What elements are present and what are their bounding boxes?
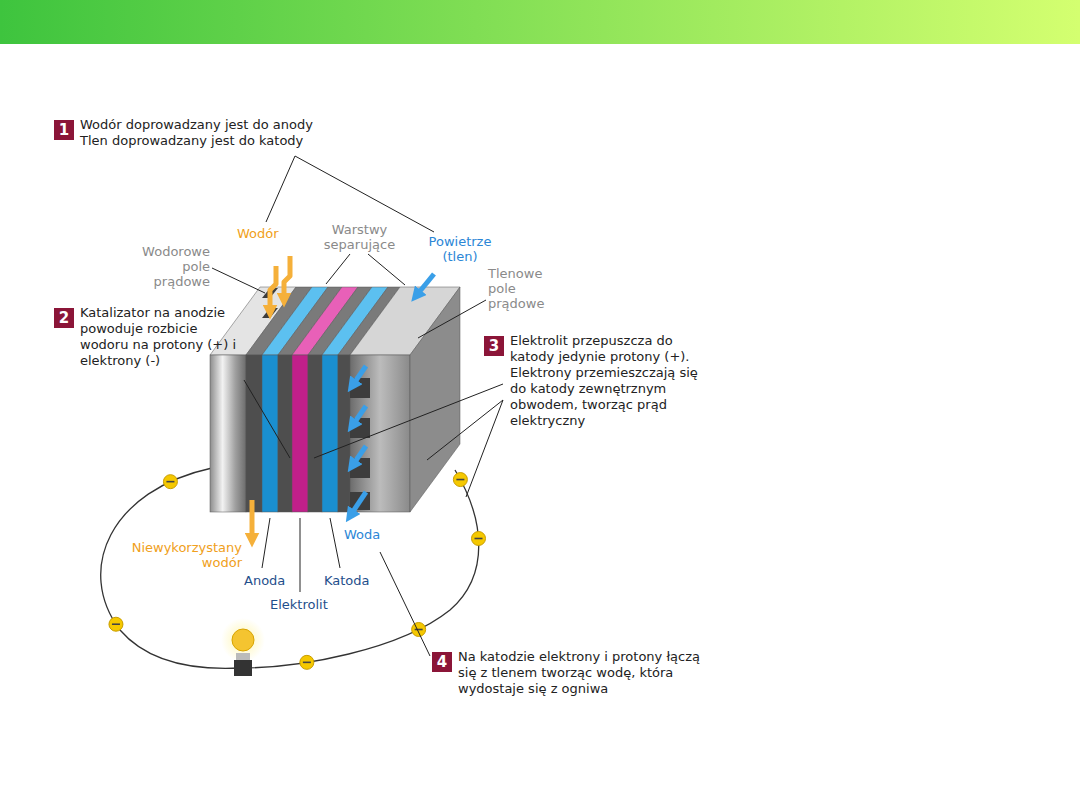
part-label-text: Elektrolit: [270, 597, 328, 612]
callout-text: Katalizator na anodzie powoduje rozbicie…: [80, 305, 240, 369]
part-label: Powietrze (tlen): [415, 234, 505, 264]
part-label: Katoda: [324, 573, 370, 588]
part-label-text: Wodór: [237, 226, 279, 241]
part-label: Niewykorzystany wodór: [112, 540, 242, 570]
callout-number-text: 1: [54, 120, 74, 140]
part-label: Wodorowe pole prądowe: [122, 244, 210, 289]
callout-number: 4Na katodzie elektrony i protony łączą s…: [432, 652, 452, 672]
leader-lines: [212, 156, 503, 656]
part-label: Woda: [344, 527, 380, 542]
callout-text-block: Katalizator na anodzie powoduje rozbicie…: [80, 305, 240, 369]
part-label: Wodór: [237, 226, 279, 241]
part-label: Anoda: [244, 573, 285, 588]
part-label-text: Niewykorzystany wodór: [112, 540, 242, 570]
part-label: Elektrolit: [270, 597, 328, 612]
header-bar: [0, 0, 1080, 44]
callout-number: 1Wodór doprowadzany jest do anodyTlen do…: [54, 120, 74, 140]
callout-text-block: Elektrony przemieszczają się do katody z…: [510, 365, 710, 429]
part-label: Warstwy separujące: [312, 222, 407, 252]
callout-number: 3Elektrolit przepuszcza do katody jedyni…: [484, 336, 504, 356]
callout-number: 2Katalizator na anodzie powoduje rozbici…: [54, 308, 74, 328]
part-label-text: Warstwy separujące: [312, 222, 407, 252]
part-label-text: Anoda: [244, 573, 285, 588]
part-label-text: Tlenowe pole prądowe: [488, 266, 563, 311]
callout-text: Na katodzie elektrony i protony łączą si…: [458, 649, 708, 697]
part-label: Tlenowe pole prądowe: [488, 266, 563, 311]
callout-text-block: Wodór doprowadzany jest do anody: [80, 117, 370, 133]
part-label-text: Wodorowe pole prądowe: [122, 244, 210, 289]
part-label-text: Katoda: [324, 573, 370, 588]
cell-stack: [210, 287, 460, 512]
part-label-text: Woda: [344, 527, 380, 542]
callout-text-block: Na katodzie elektrony i protony łączą si…: [458, 649, 708, 697]
callout-text: Wodór doprowadzany jest do anodyTlen dop…: [80, 117, 370, 149]
callout-text: Elektrolit przepuszcza do katody jedynie…: [510, 333, 710, 429]
oxygen-channels: [350, 378, 370, 510]
callout-text-block: Tlen doprowadzany jest do katody: [80, 133, 370, 149]
lightbulb: [221, 618, 265, 676]
callout-number-text: 2: [54, 308, 74, 328]
gas-arrows: [252, 256, 434, 540]
callout-number-text: 3: [484, 336, 504, 356]
callout-text-block: Elektrolit przepuszcza do katody jedynie…: [510, 333, 710, 365]
part-label-text: Powietrze (tlen): [415, 234, 505, 264]
callout-number-text: 4: [432, 652, 452, 672]
